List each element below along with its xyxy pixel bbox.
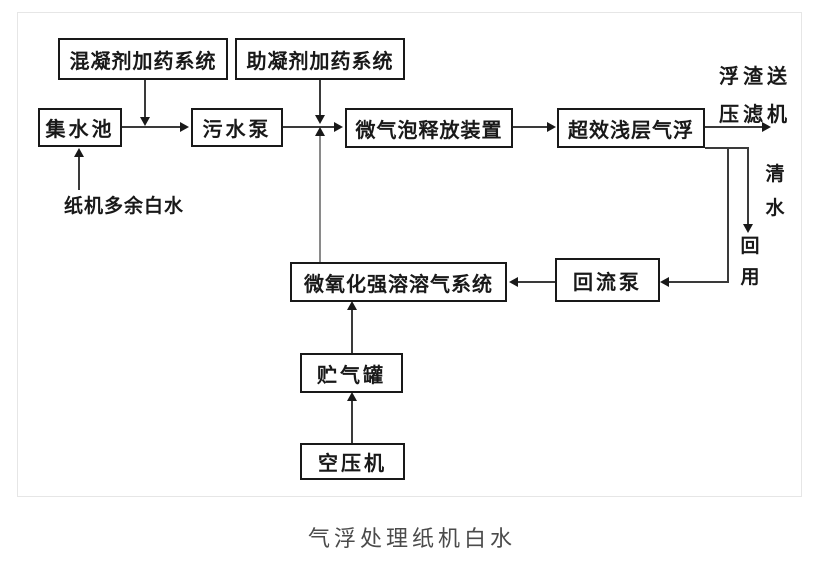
connector-compressor-to-gastank [351,400,353,443]
label-scum-to-filter-press: 浮渣送 压滤机 [719,58,791,134]
arrowhead-into-flotation [547,122,556,132]
arrowhead-to-filter-press [762,122,771,132]
arrowhead-into-return-pump [660,277,669,287]
connector-flotation-to-filter-press [705,126,763,128]
arrowhead-into-microbubble [334,122,343,132]
label-clear-water: 清水 [765,164,785,219]
arrowhead-into-dissolvedair [509,277,518,287]
connector-returnpump-to-dissolvedair [518,281,555,283]
arrowhead-into-sump [74,148,84,157]
label-scum-line2: 压滤机 [719,104,791,126]
flow-diagram-frame [17,12,802,497]
node-collection-sump: 集水池 [38,108,122,147]
connector-whitewater-to-sump [78,156,80,190]
connector-microbubble-to-flotation [513,126,548,128]
node-gas-storage-tank: 贮气罐 [300,353,403,393]
connector-into-returnpump [669,281,728,283]
connector-clearwater-reuse [747,147,749,225]
connector-flotation-down-to-returnpump [727,147,729,283]
label-reuse: 回用 [740,236,760,288]
connector-coagulant-to-mainline [144,80,146,118]
arrowhead-into-mainline [315,127,325,136]
label-white-water-inlet: 纸机多余白水 [64,196,185,217]
node-return-pump: 回流泵 [555,258,660,302]
figure-caption: 气浮处理纸机白水 [307,526,516,551]
node-sewage-pump: 污水泵 [191,108,283,147]
arrowhead-down-flocculant [315,115,325,124]
arrowhead-into-sewage-pump [180,122,189,132]
connector-gastank-to-dissolvedair [351,309,353,353]
node-air-compressor: 空压机 [300,443,405,480]
node-microbubble-release-device: 微气泡释放装置 [345,108,513,148]
arrowhead-into-gastank [347,392,357,401]
arrowhead-clearwater-reuse [743,224,753,233]
node-dissolved-air-system: 微氧化强溶溶气系统 [290,262,507,302]
connector-pump-to-microbubble [283,126,335,128]
connector-dissolvedair-to-mainline [319,134,321,262]
node-shallow-air-flotation: 超效浅层气浮 [557,108,705,148]
node-coagulant-dosing-system: 混凝剂加药系统 [58,38,228,80]
arrowhead-down-coagulant [140,117,150,126]
node-flocculant-aid-dosing-system: 助凝剂加药系统 [235,38,405,80]
arrowhead-into-dissolvedair-bottom [347,301,357,310]
label-scum-line1: 浮渣送 [719,66,791,88]
connector-flocculant-to-mainline [319,80,321,116]
connector-sump-to-pump [122,126,182,128]
